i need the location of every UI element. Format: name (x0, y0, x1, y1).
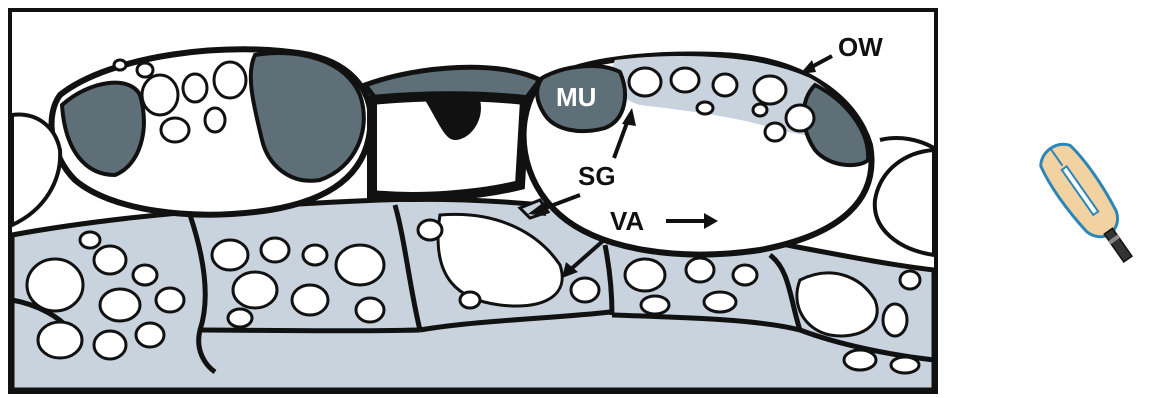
label-va: VA (610, 206, 644, 236)
brush-handle (1104, 228, 1132, 262)
brush-tool-icon[interactable] (1033, 136, 1145, 271)
label-ow: OW (838, 32, 883, 62)
label-sg: SG (578, 161, 616, 191)
cross-section-figure (12, 49, 934, 390)
label-mu-group: MU (556, 82, 596, 112)
label-mu: MU (556, 82, 596, 112)
